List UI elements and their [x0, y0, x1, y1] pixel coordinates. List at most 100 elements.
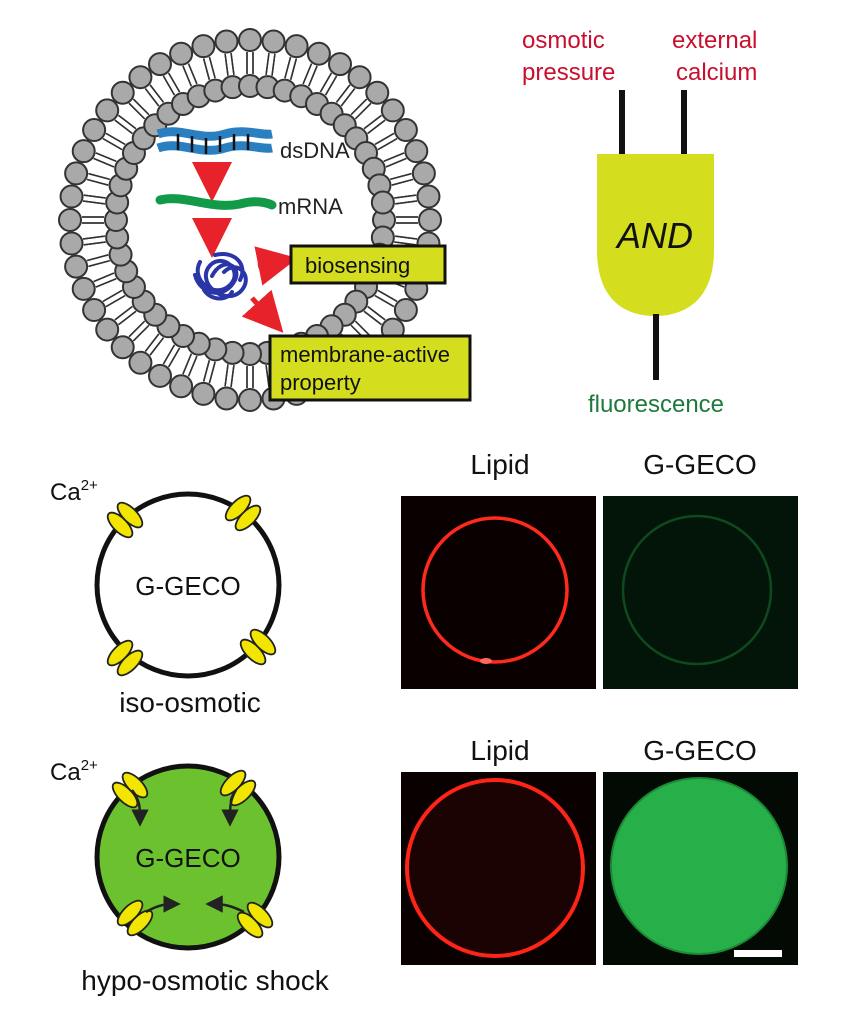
- lipid-head: [58, 208, 82, 232]
- lipid-tail: [363, 310, 382, 326]
- lipid-tail: [118, 310, 137, 326]
- lipid-tail: [395, 235, 418, 240]
- lipid-tail: [395, 200, 418, 205]
- lipid-tail: [230, 365, 235, 388]
- calcium-influx-arrows: [131, 789, 245, 914]
- lipid-tail: [289, 58, 298, 80]
- lipid-tail: [118, 114, 137, 130]
- lipid-head: [416, 184, 441, 209]
- lipid-tail: [319, 72, 333, 93]
- input1-line1: osmotic: [522, 27, 605, 54]
- lipid-head: [393, 118, 418, 142]
- lipid-tail: [86, 254, 109, 262]
- lipid-tail: [367, 305, 386, 321]
- channel-protein-icon: [106, 501, 144, 539]
- lipid-tail: [114, 119, 133, 135]
- lipid-tail: [83, 241, 106, 246]
- channel-protein-icon: [224, 494, 262, 532]
- lipid-tail: [354, 102, 372, 120]
- lipid-head: [380, 98, 405, 123]
- lipid-tail: [390, 172, 412, 181]
- ggeco-image-iso: [603, 496, 798, 689]
- channel-protein-icon: [239, 628, 277, 666]
- lipid-tail: [363, 114, 382, 130]
- lipid-head: [95, 317, 120, 342]
- lipid-tail: [187, 355, 198, 377]
- lipid-tail: [102, 137, 123, 151]
- channel-protein-icon: [116, 899, 154, 937]
- lipid-head: [214, 29, 239, 54]
- lipid-tail: [202, 360, 211, 382]
- lipid-head: [261, 29, 286, 54]
- lipid-tail: [377, 137, 398, 151]
- lipid-head: [306, 41, 331, 66]
- lipid-tail: [95, 152, 117, 163]
- lipid-tail: [383, 152, 405, 163]
- lipid-tail: [105, 294, 126, 308]
- lipid-head: [191, 381, 216, 406]
- lipid-head: [71, 139, 96, 164]
- lipid-head: [82, 298, 107, 322]
- lipid-tail: [307, 65, 318, 87]
- membrane-label-line2: property: [280, 370, 361, 395]
- input2-line2: calcium: [676, 59, 757, 86]
- scale-bar: [734, 950, 782, 957]
- cell-label-hypo: G-GECO: [135, 843, 240, 873]
- lipid-tail: [88, 259, 110, 268]
- biosensing-arrow: [254, 246, 298, 286]
- lipid-tail: [394, 194, 417, 199]
- lipid-tail: [132, 98, 150, 116]
- lipid-tail: [114, 305, 133, 321]
- vesicle-diagram: dsDNA mRNA biosensing membrane-active pr…: [58, 28, 472, 412]
- lipid-head: [128, 350, 153, 375]
- lipid-head: [418, 208, 442, 232]
- lipid-image-iso: [401, 496, 596, 689]
- channel-protein-icon: [111, 771, 149, 809]
- lipid-tail: [324, 75, 338, 96]
- lipid-tail: [167, 347, 181, 368]
- lipid-head: [169, 374, 194, 399]
- lipid-tail: [83, 194, 106, 199]
- lipid-tail: [340, 88, 356, 107]
- lipid-head: [404, 139, 429, 164]
- lipid-head: [370, 190, 395, 215]
- lipid-tail: [82, 235, 105, 240]
- lipid-header-top: Lipid: [470, 449, 529, 480]
- iso-label: iso-osmotic: [119, 687, 261, 718]
- lipid-tail: [95, 277, 117, 288]
- biosensing-box: [289, 244, 447, 285]
- ion-label-hypo: Ca2+: [50, 757, 98, 786]
- lipid-tail: [265, 365, 270, 388]
- lipid-tail: [128, 102, 146, 120]
- lipid-tail: [367, 119, 386, 135]
- ggeco-header-top: G-GECO: [643, 449, 757, 480]
- protein-icon: [193, 252, 248, 301]
- lipid-tail: [335, 84, 351, 103]
- lipid-tail: [102, 289, 123, 303]
- lipid-tail: [374, 132, 395, 146]
- lipid-tail: [82, 200, 105, 205]
- lipid-head: [284, 34, 309, 59]
- mrna-strand: [155, 194, 277, 210]
- cell-label-iso: G-GECO: [135, 571, 240, 601]
- and-gate-body: [597, 154, 714, 316]
- lipid-tail: [182, 65, 193, 87]
- lipid-head: [64, 254, 89, 279]
- ggeco-image-hypo: [603, 772, 798, 965]
- gate-label: AND: [615, 215, 693, 256]
- lipid-tail: [224, 364, 229, 387]
- membrane-label-line1: membrane-active: [280, 342, 450, 367]
- dsdna-strand: [156, 127, 273, 155]
- membrane-arrow: [241, 289, 284, 333]
- lipid-tail: [144, 333, 160, 352]
- lipid-tail: [202, 58, 211, 80]
- lipid-head: [64, 161, 89, 186]
- lipid-tail: [208, 56, 216, 79]
- lipid-head: [82, 118, 107, 142]
- lipid-tail: [88, 172, 110, 181]
- lipid-tail: [230, 52, 235, 75]
- lipid-tail: [394, 241, 417, 246]
- lipid-head: [393, 298, 418, 322]
- membrane-property-box: [268, 334, 472, 402]
